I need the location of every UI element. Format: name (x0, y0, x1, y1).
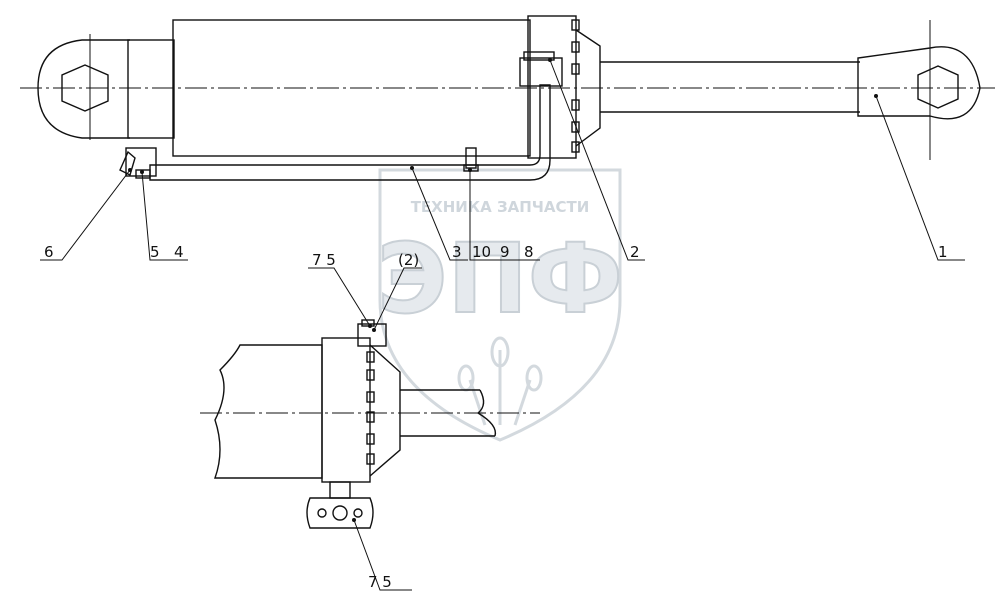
left-fitting-chamfer (119, 150, 136, 177)
leader-line-2-paren (373, 267, 422, 331)
watermark-brand-text: ТЕХНИКА ЗАПЧАСТИ (411, 198, 590, 216)
leader-line-3 (411, 167, 468, 261)
cylinder-detail-view (200, 267, 540, 591)
callout-10: 10 (472, 243, 491, 261)
leader-line-2 (549, 59, 645, 261)
flange-bolt (571, 141, 580, 153)
detail-top-port-block (357, 323, 387, 347)
watermark: ТЕХНИКА ЗАПЧАСТИ ЭПФ (376, 168, 624, 442)
hydraulic-tube (149, 84, 551, 181)
detail-bolt (366, 369, 375, 381)
watermark-shield (378, 168, 622, 442)
callout-3: 3 (452, 243, 462, 261)
callout-2-paren: (2) (398, 251, 419, 269)
detail-bolt (366, 433, 375, 445)
detail-flange (369, 344, 401, 477)
left-eye-end (37, 39, 130, 139)
leader-line-1 (875, 95, 965, 261)
left-elbow-fitting (125, 147, 157, 177)
callout-6: 6 (44, 243, 54, 261)
right-head-flange (575, 29, 601, 147)
leader-line-10-9-8 (469, 170, 540, 261)
callout-7-5-bottom: 7 5 (368, 573, 392, 591)
callout-7-5-top: 7 5 (312, 251, 336, 269)
detail-bolt (366, 453, 375, 465)
detail-head (321, 337, 371, 483)
detail-bolt (366, 411, 375, 423)
bottom-port-flange (306, 497, 374, 529)
watermark-logo-letters: ЭПФ (377, 223, 623, 335)
callout-4: 4 (174, 243, 184, 261)
left-eye-hex-bore (61, 64, 109, 112)
right-eye-end (857, 46, 981, 120)
detail-barrel-break (214, 344, 323, 479)
right-head-gland (527, 15, 577, 159)
detail-flange-bolts (366, 351, 375, 465)
callout-5: 5 (150, 243, 160, 261)
tube-top-fitting (519, 57, 563, 87)
tube-top-fitting-cap (523, 51, 555, 61)
flange-bolt (571, 99, 580, 111)
leader-line-5-4 (141, 171, 188, 261)
leader-line-7-5-top (308, 267, 371, 327)
left-head-cap (127, 39, 175, 139)
callout-1: 1 (938, 243, 948, 261)
callout-9: 9 (500, 243, 510, 261)
callout-8: 8 (524, 243, 534, 261)
bottom-port-bolt-hole (317, 508, 327, 518)
cylinder-top-view (20, 15, 995, 261)
watermark-wheat-icon (457, 336, 543, 426)
leader-line-6 (40, 169, 131, 261)
bottom-port-stem (329, 481, 351, 499)
flange-bolt (571, 41, 580, 53)
flange-bolt (571, 121, 580, 133)
detail-bolt (366, 391, 375, 403)
leader-line-7-5-bottom (353, 519, 412, 591)
bottom-port-bolt-hole (353, 508, 363, 518)
flange-bolt (571, 63, 580, 75)
flange-bolt (571, 19, 580, 31)
detail-bolt (366, 351, 375, 363)
flange-bolts (571, 19, 580, 153)
callout-2: 2 (630, 243, 640, 261)
tube-clamp (465, 147, 477, 169)
bottom-port-bore (332, 505, 348, 521)
right-eye-hex-bore (917, 65, 959, 109)
